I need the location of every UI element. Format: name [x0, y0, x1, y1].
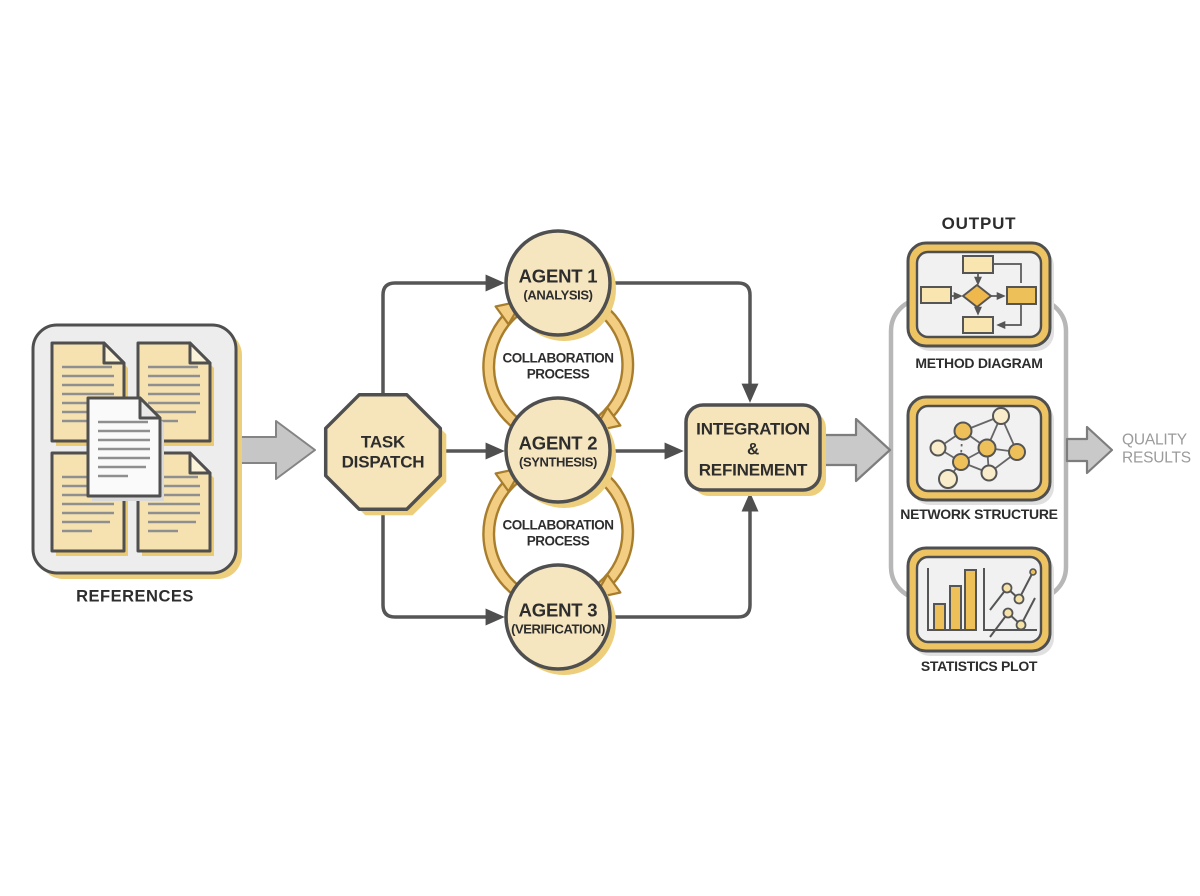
agent1-circle	[504, 229, 616, 341]
output-box-network-structure	[906, 395, 1054, 505]
connector-dispatch-to-agent3	[381, 507, 505, 626]
bar-and-line-chart-icon	[927, 568, 1037, 638]
task-dispatch-octagon	[323, 392, 447, 516]
network-graph-icon	[929, 407, 1026, 489]
document-icon-highlight	[86, 396, 162, 498]
connector-agent1-to-integration	[612, 281, 759, 403]
output-to-results-arrow-icon	[1065, 425, 1114, 475]
agent3-circle	[504, 563, 616, 675]
connector-agent3-to-integration	[612, 492, 759, 619]
references-box	[31, 323, 242, 579]
integration-box	[684, 403, 826, 496]
output-box-statistics-plot	[906, 546, 1054, 656]
connector-dispatch-to-agent1	[381, 274, 505, 397]
flowchart-icon	[920, 255, 1037, 334]
references-to-dispatch-arrow-icon	[236, 420, 316, 480]
output-box-method-diagram	[906, 241, 1054, 351]
agent2-circle	[504, 396, 616, 508]
integration-to-output-arrow-icon	[820, 417, 892, 483]
flow-connectors	[381, 274, 759, 626]
